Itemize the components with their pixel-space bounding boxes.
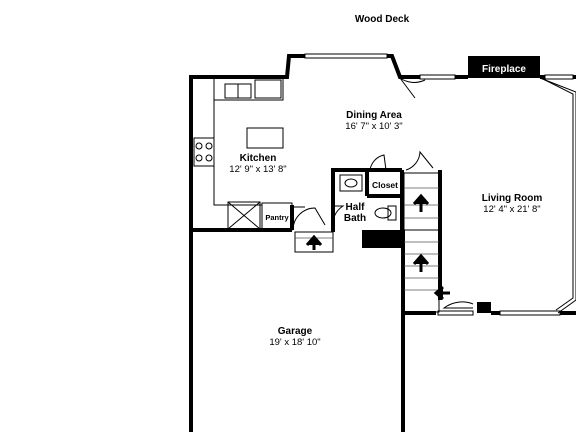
svg-text:19' x 18' 10": 19' x 18' 10" xyxy=(269,337,320,348)
stairs-down xyxy=(403,229,440,313)
living-room-label: Living Room 12' 4" x 21' 8" xyxy=(482,193,543,215)
entry-arrow xyxy=(433,285,450,301)
windows xyxy=(304,53,574,316)
svg-text:Kitchen: Kitchen xyxy=(240,153,277,164)
dining-area-label: Dining Area 16' 7" x 10' 3" xyxy=(345,110,402,132)
stove xyxy=(193,137,215,167)
refrigerator xyxy=(254,79,282,99)
fireplace: Fireplace xyxy=(468,56,540,78)
pantry: Pantry xyxy=(261,202,293,231)
fireplace-label: Fireplace xyxy=(482,64,526,75)
svg-text:Half: Half xyxy=(346,202,366,213)
wood-deck-label: Wood Deck xyxy=(355,14,410,25)
kitchen-counters xyxy=(193,79,284,230)
half-bath-fixtures xyxy=(339,174,397,221)
svg-text:Garage: Garage xyxy=(278,326,313,337)
interior-walls xyxy=(191,168,491,313)
kitchen-label: Kitchen 12' 9" x 13' 8" xyxy=(229,153,286,175)
svg-text:Living Room: Living Room xyxy=(482,193,543,204)
stairs-up xyxy=(403,172,440,231)
closet-label: Closet xyxy=(372,180,398,190)
pantry-label: Pantry xyxy=(265,213,289,222)
svg-text:16' 7" x 10' 3": 16' 7" x 10' 3" xyxy=(345,121,402,132)
svg-text:Dining Area: Dining Area xyxy=(346,110,402,121)
half-bath-label: Half Bath xyxy=(344,202,366,224)
svg-text:Bath: Bath xyxy=(344,213,366,224)
entry-steps xyxy=(294,231,334,253)
bay-window xyxy=(539,77,576,314)
svg-text:12' 4" x 21' 8": 12' 4" x 21' 8" xyxy=(483,204,540,215)
doors xyxy=(292,77,474,309)
svg-text:12' 9" x 13' 8": 12' 9" x 13' 8" xyxy=(229,164,286,175)
garage-label: Garage 19' x 18' 10" xyxy=(269,326,320,348)
